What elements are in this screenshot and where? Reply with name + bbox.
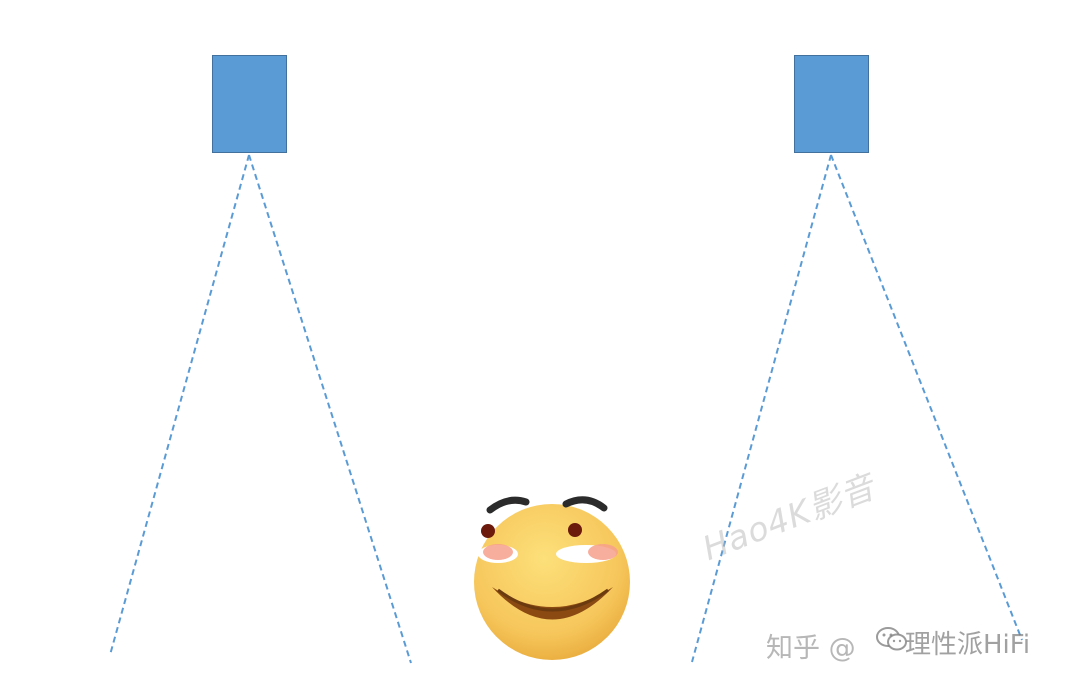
left-speaker <box>212 55 287 153</box>
watermark-wechat-account: 理性派HiFi <box>905 630 1031 660</box>
left-speaker-beam <box>109 154 412 664</box>
wechat-icon <box>876 627 907 651</box>
left-beam-right-edge <box>248 154 412 664</box>
left-beam-left-edge <box>109 154 250 656</box>
smirking-face-icon <box>474 496 630 660</box>
right-speaker <box>794 55 869 153</box>
watermark-zhihu: 知乎 @ <box>766 633 856 664</box>
right-beam-right-edge <box>830 154 1023 641</box>
right-beam-left-edge <box>691 154 832 663</box>
right-speaker-beam <box>691 154 1023 663</box>
